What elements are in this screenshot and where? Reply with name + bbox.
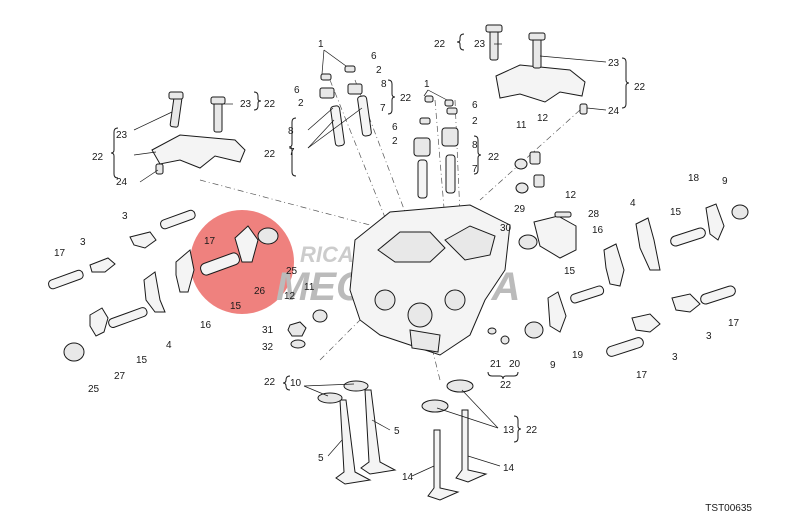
callout-11: 11: [304, 282, 315, 293]
callout-7: 7: [289, 147, 295, 158]
callout-22: 22: [264, 149, 276, 160]
callout-29: 29: [514, 204, 526, 215]
callout-26: 26: [254, 286, 266, 297]
callout-1: 1: [424, 79, 430, 90]
callout-22: 22: [526, 425, 538, 436]
callout-9: 9: [550, 360, 556, 371]
callout-9: 9: [722, 176, 728, 187]
callout-1: 1: [318, 39, 324, 50]
callout-19: 19: [572, 350, 584, 361]
callout-22: 22: [264, 377, 276, 388]
cam-cap-right: [485, 24, 588, 115]
callout-6: 6: [294, 85, 300, 96]
callout-8: 8: [472, 140, 478, 151]
rocker-parts-right: [487, 151, 749, 357]
callout-22: 22: [264, 99, 276, 110]
callout-24: 24: [116, 177, 128, 188]
callout-2: 2: [298, 98, 304, 109]
callout-32: 32: [262, 342, 274, 353]
callout-3: 3: [672, 352, 678, 363]
leader-lines: [133, 43, 607, 477]
callout-23: 23: [116, 130, 128, 141]
callout-13: 13: [503, 425, 515, 436]
callout-14: 14: [503, 463, 515, 474]
callout-23: 23: [474, 39, 486, 50]
callout-28: 28: [588, 209, 600, 220]
cylinder-head: [349, 204, 511, 356]
callout-11: 11: [516, 120, 527, 131]
drawing-code: TST00635: [705, 503, 752, 514]
callout-16: 16: [592, 225, 604, 236]
callout-23: 23: [608, 58, 620, 69]
cam-cap-left: [151, 91, 246, 175]
callout-7: 7: [380, 103, 386, 114]
callout-5: 5: [318, 453, 324, 464]
callout-4: 4: [630, 198, 636, 209]
callout-20: 20: [509, 359, 521, 370]
callout-17: 17: [54, 248, 66, 259]
callout-21: 21: [490, 359, 502, 370]
valves-exhaust: [335, 389, 397, 485]
callout-22: 22: [434, 39, 446, 50]
callout-24: 24: [608, 106, 620, 117]
callout-23: 23: [240, 99, 252, 110]
callout-6: 6: [392, 122, 398, 133]
callout-15: 15: [136, 355, 148, 366]
callout-8: 8: [288, 126, 294, 137]
callout-10: 10: [290, 378, 302, 389]
valves-intake: [427, 409, 488, 501]
callout-17: 17: [636, 370, 648, 381]
callout-22: 22: [92, 152, 104, 163]
callout-8: 8: [381, 79, 387, 90]
callout-17: 17: [728, 318, 740, 329]
callout-15: 15: [230, 301, 242, 312]
valve-seats: [317, 379, 474, 413]
callout-7: 7: [472, 164, 478, 175]
callout-22: 22: [500, 380, 512, 391]
callout-27: 27: [114, 371, 126, 382]
callout-3: 3: [706, 331, 712, 342]
grouping-braces: [110, 33, 630, 443]
valve-guides-right: [413, 95, 459, 199]
callout-labels: 1 6 2 8 6 2 7 22 8 22 7 1 6 2 6 2 8 7 22…: [54, 39, 740, 483]
callout-5: 5: [394, 426, 400, 437]
callout-15: 15: [670, 207, 682, 218]
callout-12: 12: [284, 291, 296, 302]
callout-3: 3: [122, 211, 128, 222]
callout-12: 12: [565, 190, 577, 201]
callout-4: 4: [166, 340, 172, 351]
callout-6: 6: [472, 100, 478, 111]
valve-guides-left: [319, 65, 372, 147]
callout-6: 6: [371, 51, 377, 62]
callout-2: 2: [392, 136, 398, 147]
callout-2: 2: [472, 116, 478, 127]
callout-31: 31: [262, 325, 274, 336]
rocker-parts-left: [48, 209, 328, 362]
callout-3: 3: [80, 237, 86, 248]
callout-18: 18: [688, 173, 700, 184]
callout-22: 22: [634, 82, 646, 93]
callout-22: 22: [400, 93, 412, 104]
callout-2: 2: [376, 65, 382, 76]
callout-25: 25: [88, 384, 100, 395]
callout-14: 14: [402, 472, 414, 483]
callout-15: 15: [564, 266, 576, 277]
callout-17: 17: [204, 236, 216, 247]
callout-30: 30: [500, 223, 512, 234]
callout-25: 25: [286, 266, 298, 277]
callout-12: 12: [537, 113, 549, 124]
callout-22: 22: [488, 152, 500, 163]
callout-16: 16: [200, 320, 212, 331]
